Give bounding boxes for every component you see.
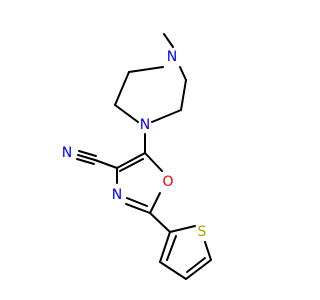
bond-thiophene [159,261,187,280]
atom-n-oxazole: N [112,187,122,203]
bond-thiophene [169,225,196,233]
bond-nitrile-triple [76,158,95,165]
bond-o1-c5 [144,152,163,172]
bond-ring [114,71,130,106]
atom-o-oxazole: O [162,174,173,190]
bond-c5-c4-double [119,158,144,172]
bond-c2-o1 [149,192,161,214]
molecule-structure: N N N N O S [62,33,212,280]
bond-ring [180,79,187,111]
bond-ring [151,109,182,123]
bond-c2-thiophene [149,212,171,233]
bond-thiophene-double [166,235,177,261]
atom-n-ring: N [140,117,150,133]
atom-s-thiophene: S [198,224,207,240]
bond-ring [114,104,139,123]
bond-n3-c2 [125,203,151,214]
bond-thiophene [204,241,212,261]
bond-n3-c2-double [126,197,148,207]
bond-ring [179,66,187,81]
bonds [76,33,212,280]
bond-thiophene-double [186,257,206,273]
bond-methyl [163,33,174,48]
bond-thiophene [159,231,171,263]
atom-labels: N N N N O S [62,49,207,240]
atom-n-methyl: N [167,49,177,65]
bond-c4-cn [94,159,118,169]
bond-ring [128,66,164,73]
bond-nitrile-triple [77,154,96,161]
bond-c5-c4 [116,152,146,169]
atom-n-nitrile: N [62,145,72,161]
bond-nitrile-triple [78,150,97,157]
bond-thiophene [185,259,212,280]
